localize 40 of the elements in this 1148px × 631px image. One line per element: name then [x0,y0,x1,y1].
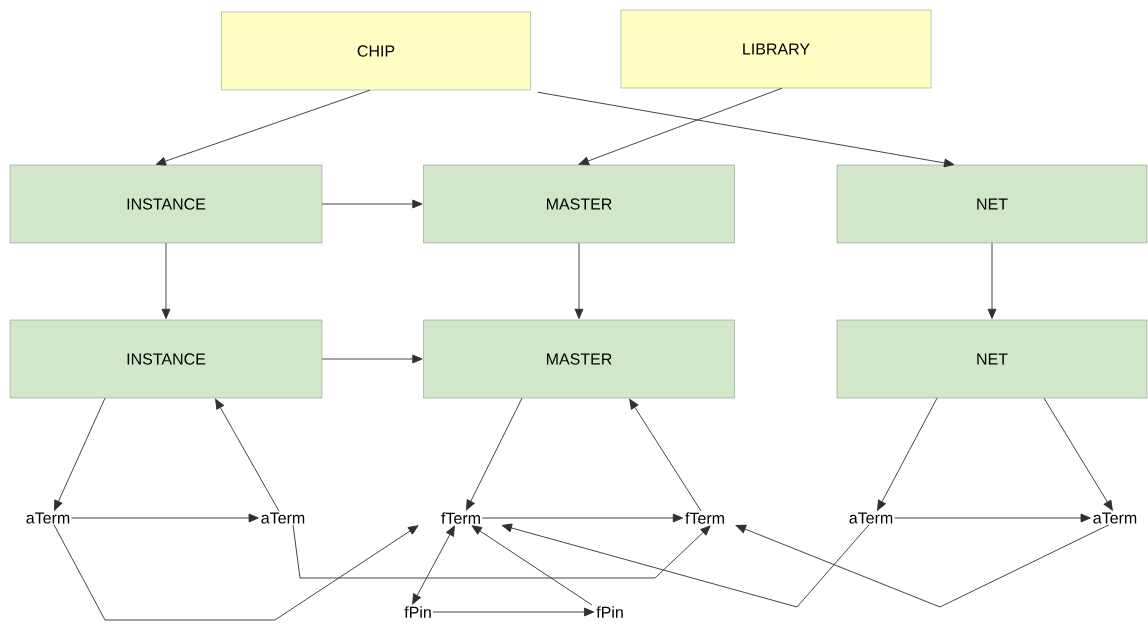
arrow [481,513,684,523]
arrow [574,242,584,320]
arrow [161,242,171,320]
arrow [466,397,523,511]
process-box: NET [836,164,1148,244]
node-label: aTerm [26,512,70,524]
process-box: CHIP [221,11,531,91]
process-box: INSTANCE [9,164,323,244]
process-box: NET [836,319,1148,399]
arrow [735,524,1110,608]
arrow [877,397,938,511]
arrow [54,397,106,511]
arrow [155,89,371,166]
node-label: fPin [596,606,623,618]
arrow [321,354,423,364]
arrow [578,87,783,166]
arrow [987,242,997,320]
node-label: aTerm [1093,512,1137,524]
process-box: LIBRARY [620,9,932,89]
arrow [321,199,423,209]
arrow [71,513,259,523]
arrow [629,398,702,512]
arrow [412,525,455,605]
node-label: fPin [404,606,431,618]
arrow [292,524,711,579]
arrow [501,523,870,608]
node-label: aTerm [849,512,893,524]
arrow [432,607,595,617]
node-label: fTerm [441,512,480,524]
process-box: INSTANCE [9,319,323,399]
arrow [471,525,593,606]
arrow [893,513,1091,523]
arrow [215,398,280,512]
arrow [537,91,955,168]
process-box: MASTER [423,164,735,244]
arrow [1043,397,1113,511]
node-label: fTerm [685,512,724,524]
arrow [53,524,419,621]
process-box: MASTER [423,319,735,399]
node-label: aTerm [261,512,305,524]
